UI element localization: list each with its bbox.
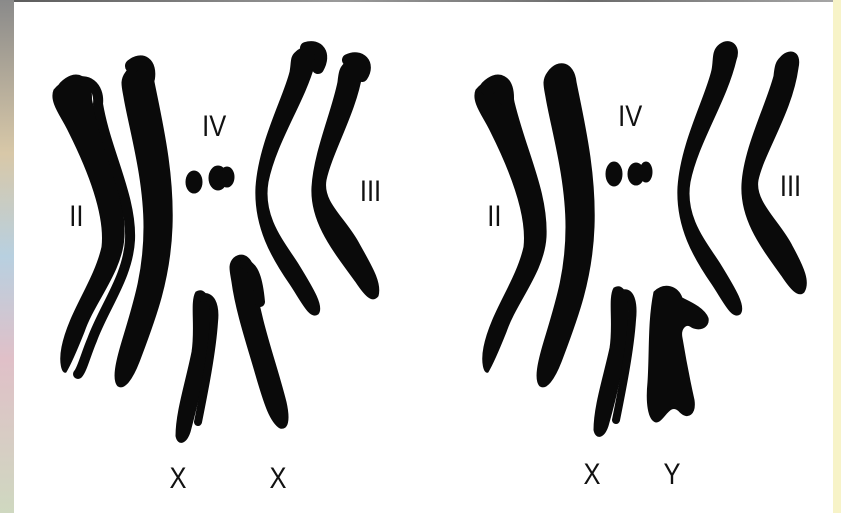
chromosome-X-left-b [230, 255, 288, 428]
label-IV-left: IV [202, 112, 226, 142]
label-X-left-a: X [170, 464, 187, 494]
label-III-right: III [780, 172, 801, 202]
background-photo-right [833, 0, 841, 513]
label-II-right: II [487, 202, 501, 232]
chromosome-IV-left [186, 166, 234, 193]
label-X-left-b: X [270, 464, 287, 494]
chromosome-X-left-a [176, 291, 214, 443]
label-IV-right: IV [618, 102, 642, 132]
chromosome-II-right-a [475, 79, 546, 372]
label-X-right: X [584, 460, 601, 490]
chromosome-II-left-a [53, 79, 130, 374]
karyotype-figure: II IV III X X II IV III X Y [14, 2, 833, 513]
label-III-left: III [360, 177, 381, 207]
chromosome-drawing [14, 2, 833, 513]
chromosome-Y-right [647, 286, 708, 422]
label-II-left: II [69, 202, 83, 232]
chromosome-III-right-a [678, 42, 742, 316]
chromosome-III-left-a [256, 47, 321, 315]
chromosome-X-right [594, 287, 633, 437]
label-Y-right: Y [664, 460, 681, 490]
chromosome-IV-right [606, 162, 652, 186]
background-photo-left [0, 0, 14, 513]
